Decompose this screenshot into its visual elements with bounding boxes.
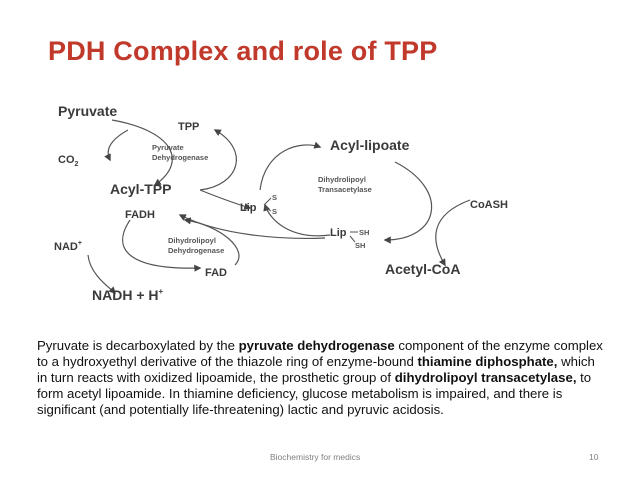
arrow-lip-to-acyl-lipoate — [259, 141, 322, 191]
arrow-fadh-to-fad — [122, 219, 202, 272]
arrow-nad-to-nadh — [87, 254, 117, 295]
body-text-1: Pyruvate is decarboxylated by the — [37, 338, 239, 353]
label-nadh: NADH + H+ — [92, 287, 164, 303]
label-fadh: FADH — [125, 209, 155, 221]
thiol-bond — [349, 231, 358, 243]
label-tpp: TPP — [178, 121, 199, 133]
pdh-reaction-diagram: Pyruvate TPP CO2 Pyruvate Dehydrogenase … — [54, 103, 508, 303]
arrow-co2-release — [104, 129, 129, 162]
arrow-coash-to-acetyl-coa — [435, 199, 471, 267]
arrow-lip-sh-to-lip-s — [263, 203, 331, 237]
label-acyl-tpp: Acyl-TPP — [110, 181, 171, 197]
label-co2: CO2 — [58, 154, 79, 168]
page-number: 10 — [589, 452, 599, 462]
label-lip-sh: Lip — [330, 227, 347, 239]
label-s-bottom: S — [272, 207, 277, 216]
arrow-pyruvate-to-acyl-tpp — [111, 119, 173, 186]
label-lip-disulfide: Lip — [240, 202, 257, 214]
label-s-top: S — [272, 193, 277, 202]
arrow-tpp-cycle — [199, 129, 237, 191]
body-bold-thiamine-diphosphate: thiamine diphosphate, — [417, 354, 558, 369]
label-e2-line1: Dihydrolipoyl — [318, 175, 366, 184]
arrow-acyl-tpp-to-lip — [199, 189, 252, 210]
label-acyl-lipoate: Acyl-lipoate — [330, 137, 410, 153]
body-text-4: to form acetyl lipoamide. In thiamine de… — [37, 370, 592, 417]
arrow-fad-to-fadh — [183, 217, 240, 266]
label-pyruvate: Pyruvate — [58, 103, 117, 119]
body-paragraph: Pyruvate is decarboxylated by the pyruva… — [37, 338, 605, 418]
label-e1-line1: Pyruvate — [152, 143, 184, 152]
label-nad: NAD+ — [54, 240, 82, 253]
disulfide-bond — [263, 197, 272, 212]
arrow-acyl-lipoate-to-lip-sh — [383, 161, 433, 244]
body-text-2: component of the enzyme complex to a hyd… — [37, 338, 603, 369]
body-text-3: which in turn reacts with oxidized lipoa… — [37, 354, 595, 385]
label-e1-line2: Dehydrogenase — [152, 153, 208, 162]
label-fad: FAD — [205, 267, 227, 279]
label-coash: CoASH — [470, 199, 508, 211]
label-e3-line2: Dehydrogenase — [168, 246, 224, 255]
body-bold-dihydrolipoyl-transacetylase: dihydrolipoyl transacetylase, — [394, 370, 577, 385]
label-acetyl-coa: Acetyl-CoA — [385, 261, 460, 277]
body-bold-pyruvate-dehydrogenase: pyruvate dehydrogenase — [238, 338, 395, 353]
label-sh-bottom: SH — [355, 241, 365, 250]
label-e3-line1: Dihydrolipoyl — [168, 236, 216, 245]
footer-text: Biochemistry for medics — [270, 452, 361, 462]
label-e2-line2: Transacetylase — [318, 185, 372, 194]
slide-title: PDH Complex and role of TPP — [48, 36, 438, 66]
label-sh-top: SH — [359, 228, 369, 237]
